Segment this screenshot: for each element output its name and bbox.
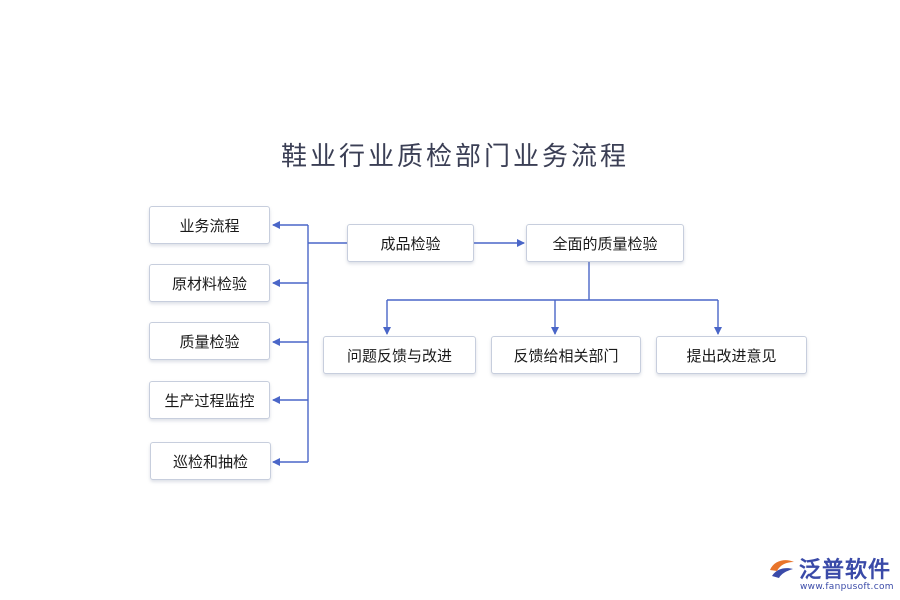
node-feedback-and-improvement: 问题反馈与改进 [323,336,476,374]
node-propose-improvements: 提出改进意见 [656,336,807,374]
node-production-monitoring: 生产过程监控 [149,381,270,419]
node-business-process: 业务流程 [149,206,270,244]
node-raw-material-inspection: 原材料检验 [149,264,270,302]
node-comprehensive-quality-inspection: 全面的质量检验 [526,224,684,262]
brand-url: www.fanpusoft.com [800,582,894,592]
node-finished-product-inspection: 成品检验 [347,224,474,262]
brand-name: 泛普软件 [799,558,892,583]
node-quality-inspection: 质量检验 [149,322,270,360]
fanpu-logo-icon [770,560,794,578]
node-feedback-to-departments: 反馈给相关部门 [491,336,641,374]
diagram-title: 鞋业行业质检部门业务流程 [280,142,629,172]
node-patrol-and-sampling: 巡检和抽检 [150,442,271,480]
brand-logo: 泛普软件 www.fanpusoft.com [768,552,894,594]
